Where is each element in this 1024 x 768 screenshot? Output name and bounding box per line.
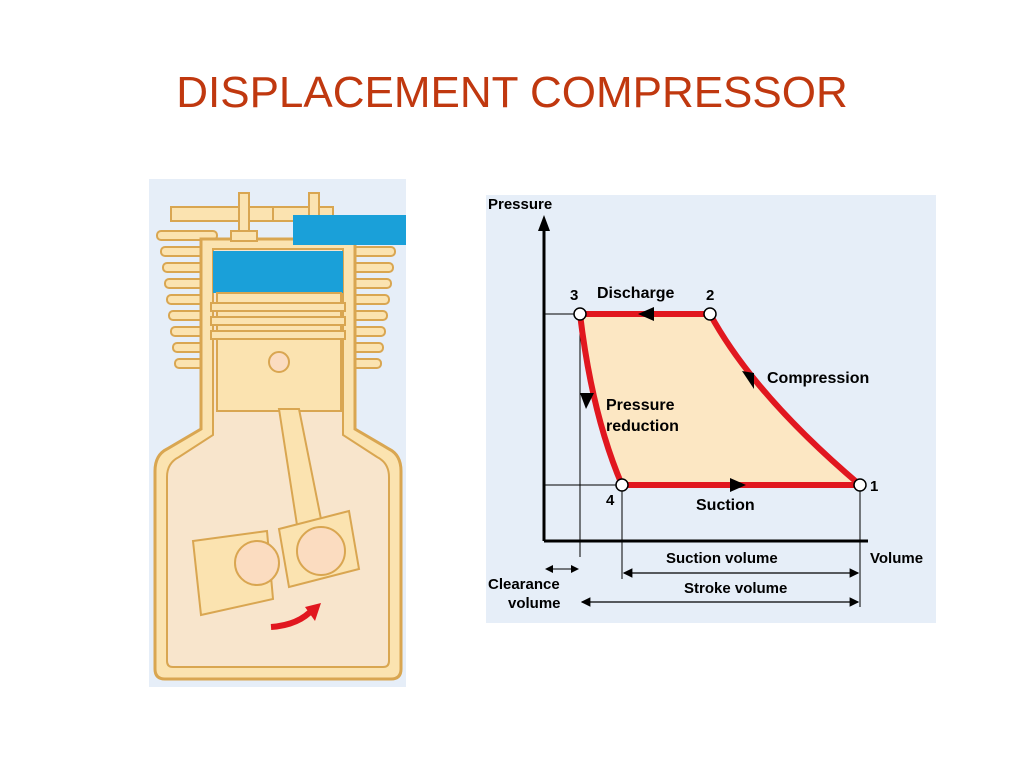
point-4-label: 4 bbox=[606, 492, 615, 509]
piston-pin bbox=[268, 351, 290, 373]
pressure-axis-arrowhead bbox=[538, 215, 550, 231]
pressure-reduction-arrow bbox=[580, 393, 594, 409]
compressed-gas bbox=[213, 251, 343, 293]
pressure-axis-label: Pressure bbox=[488, 196, 552, 213]
crank-pin bbox=[296, 526, 346, 576]
state-point-4 bbox=[615, 478, 629, 492]
compression-arrow bbox=[742, 371, 754, 389]
state-point-3 bbox=[573, 307, 587, 321]
suction-label: Suction bbox=[696, 497, 755, 514]
pressure-reduction-label-line2: reduction bbox=[606, 418, 679, 435]
pv-diagram-panel: Pressure Volume 3 2 4 1 Discharge Compre… bbox=[486, 195, 936, 623]
suction-arrow bbox=[730, 478, 746, 492]
compressor-cross-section bbox=[153, 192, 406, 681]
crankshaft-journal bbox=[234, 540, 280, 586]
slide-title: DISPLACEMENT COMPRESSOR bbox=[176, 68, 848, 117]
discharge-label: Discharge bbox=[597, 285, 674, 302]
state-point-2 bbox=[703, 307, 717, 321]
pv-diagram: Pressure Volume 3 2 4 1 Discharge Compre… bbox=[488, 196, 923, 612]
compressor-illustration-panel bbox=[149, 179, 406, 687]
piston-rings bbox=[210, 302, 346, 340]
discharge-port-gas bbox=[293, 215, 406, 245]
clearance-volume-label-line1: Clearance bbox=[488, 576, 560, 593]
point-3-label: 3 bbox=[570, 287, 578, 304]
point-1-label: 1 bbox=[870, 478, 878, 495]
suction-volume-label: Suction volume bbox=[666, 550, 778, 567]
stroke-volume-label: Stroke volume bbox=[684, 580, 787, 597]
clearance-volume-label-line2: volume bbox=[508, 595, 561, 612]
point-2-label: 2 bbox=[706, 287, 714, 304]
volume-axis-label: Volume bbox=[870, 550, 923, 567]
pressure-reduction-label-line1: Pressure bbox=[606, 397, 675, 414]
compression-label: Compression bbox=[767, 370, 869, 387]
discharge-arrow bbox=[638, 307, 654, 321]
state-point-1 bbox=[853, 478, 867, 492]
rotation-arrowhead bbox=[305, 603, 321, 621]
